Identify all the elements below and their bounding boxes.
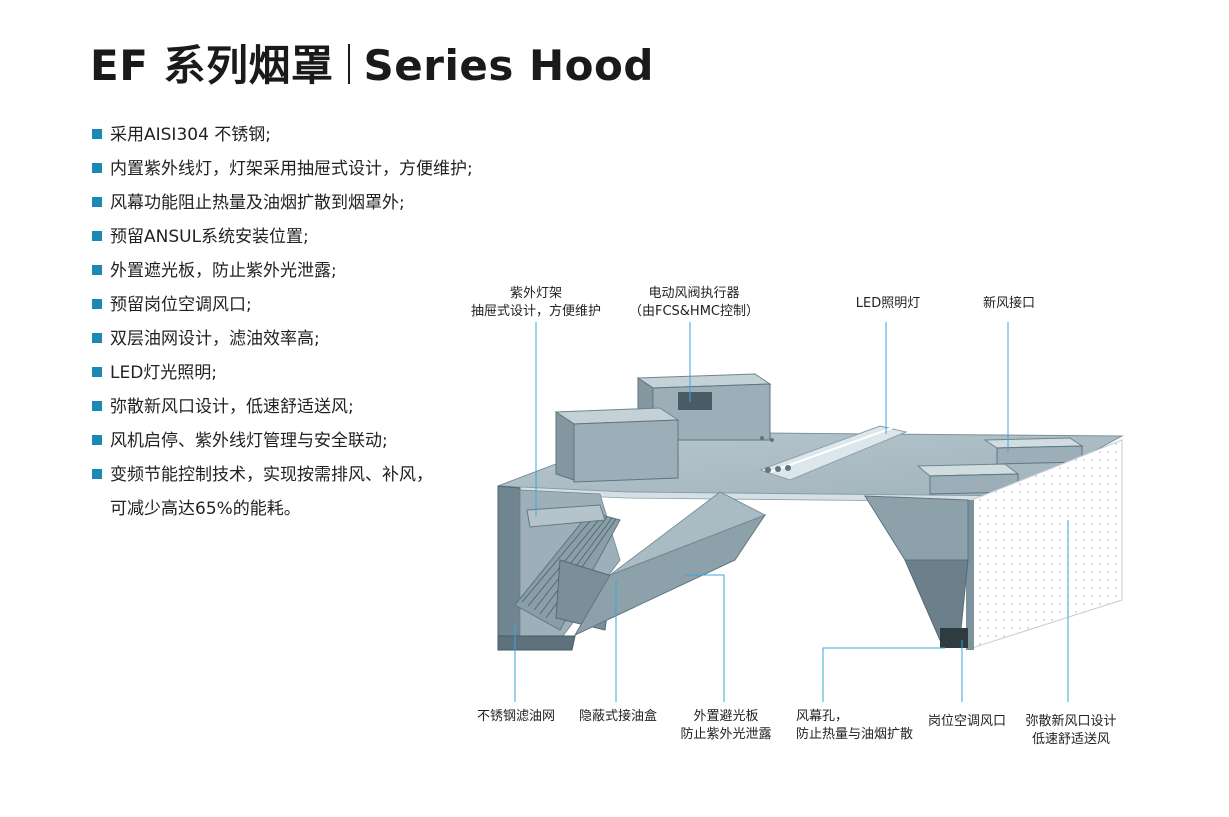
feature-list: 采用AISI304 不锈钢; 内置紫外线灯，灯架采用抽屉式设计，方便维护; 风幕… — [92, 118, 512, 526]
plate-holes — [760, 436, 791, 473]
exhaust-collar-front-side — [573, 419, 679, 483]
feature-item: 变频节能控制技术，实现按需排风、补风， — [92, 458, 512, 492]
feature-item: 双层油网设计，滤油效率高; — [92, 322, 512, 356]
title-separator — [347, 44, 350, 84]
label-oil-box: 隐蔽式接油盒 — [578, 709, 657, 724]
title-cn: EF 系列烟罩 — [90, 41, 334, 90]
label-fresh-air: 新风接口 — [982, 296, 1035, 311]
label-shade: 外置避光板 防止紫外光泄露 — [680, 709, 772, 742]
damper-actuator — [678, 392, 712, 410]
feature-item: 采用AISI304 不锈钢; — [92, 118, 512, 152]
page-title: EF 系列烟罩 Series Hood — [90, 32, 654, 93]
feature-item: 内置紫外线灯，灯架采用抽屉式设计，方便维护; — [92, 152, 512, 186]
hood-left-wall — [497, 485, 521, 651]
label-post-ac: 岗位空调风口 — [927, 714, 1006, 729]
feature-item: 风机启停、紫外线灯管理与安全联动; — [92, 424, 512, 458]
label-damper-actuator: 电动风阀执行器 （由FCS&HMC控制） — [628, 286, 759, 319]
feature-item: 弥散新风口设计，低速舒适送风; — [92, 390, 512, 424]
feature-item: 风幕功能阻止热量及油烟扩散到烟罩外; — [92, 186, 512, 220]
label-uv-rack: 紫外灯架 抽屉式设计，方便维护 — [470, 286, 601, 319]
feature-continuation: 可减少高达65%的能耗。 — [110, 499, 301, 519]
shade-panel-top — [609, 491, 766, 576]
feature-item: 预留岗位空调风口; — [92, 288, 512, 322]
led-light-bar — [758, 425, 908, 481]
title-en: Series Hood — [363, 41, 654, 90]
label-filter: 不锈钢滤油网 — [476, 709, 555, 724]
label-air-curtain: 风幕孔， 防止热量与油烟扩散 — [796, 709, 914, 742]
feature-item: LED灯光照明; — [92, 356, 512, 390]
feature-item: 预留ANSUL系统安装位置; — [92, 220, 512, 254]
uv-rack — [526, 504, 606, 528]
label-led: LED照明灯 — [855, 296, 921, 311]
leader-lines — [514, 322, 1069, 702]
exhaust-collar-front-front — [555, 411, 575, 481]
post-ac-outlet — [940, 628, 968, 648]
hood-left-bottom — [497, 635, 576, 651]
label-diffuser: 弥散新风口设计 低速舒适送风 — [1025, 714, 1117, 747]
feature-item: 外置遮光板，防止紫外光泄露; — [92, 254, 512, 288]
